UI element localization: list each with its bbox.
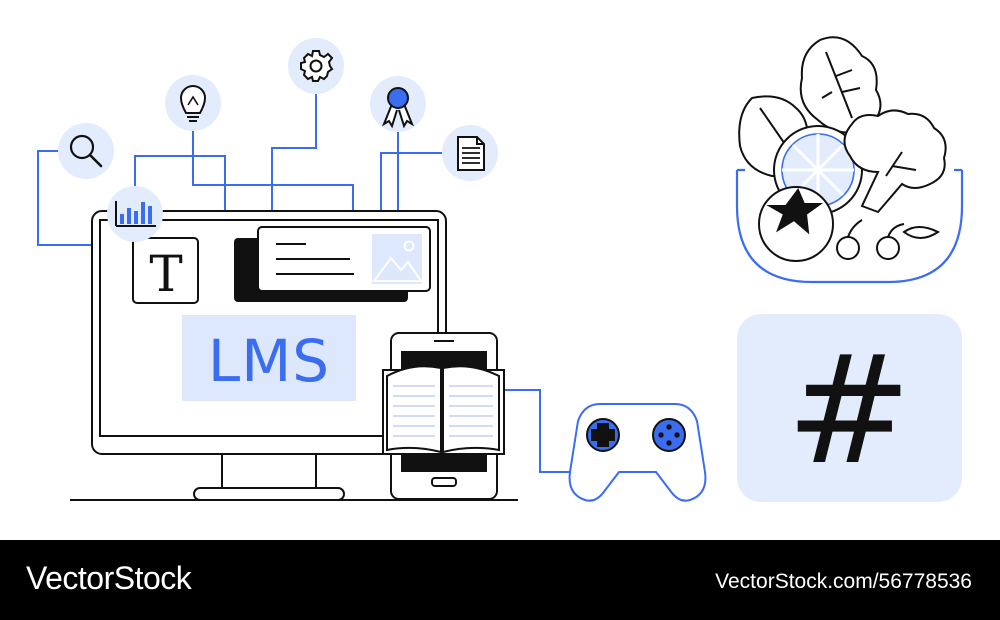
gamepad-icon — [568, 403, 707, 502]
lms-label: LMS — [182, 315, 356, 401]
image-icon — [372, 234, 423, 284]
bar-chart-icon — [107, 186, 163, 242]
content-card — [234, 226, 431, 302]
lms-text: LMS — [208, 327, 330, 395]
text-block-icon: T — [132, 237, 199, 304]
hashtag-icon: # — [737, 314, 962, 502]
watermark-footer: VectorStock VectorStock.com/56778536 — [0, 540, 1000, 620]
hashtag-symbol: # — [786, 324, 912, 498]
gear-icon — [288, 38, 344, 94]
salad-bowl-icon — [735, 36, 964, 284]
text-block-letter: T — [149, 245, 182, 303]
award-ribbon-icon — [370, 76, 426, 132]
connector-lines — [37, 93, 575, 473]
document-icon — [442, 125, 498, 181]
image-id-url: VectorStock.com/56778536 — [715, 570, 972, 593]
open-book-icon — [382, 365, 505, 455]
brand-logo: VectorStock — [26, 560, 192, 596]
action-buttons — [652, 418, 686, 452]
lms-illustration: T LMS — [37, 36, 964, 502]
search-icon — [58, 123, 114, 179]
lightbulb-icon — [165, 75, 221, 131]
